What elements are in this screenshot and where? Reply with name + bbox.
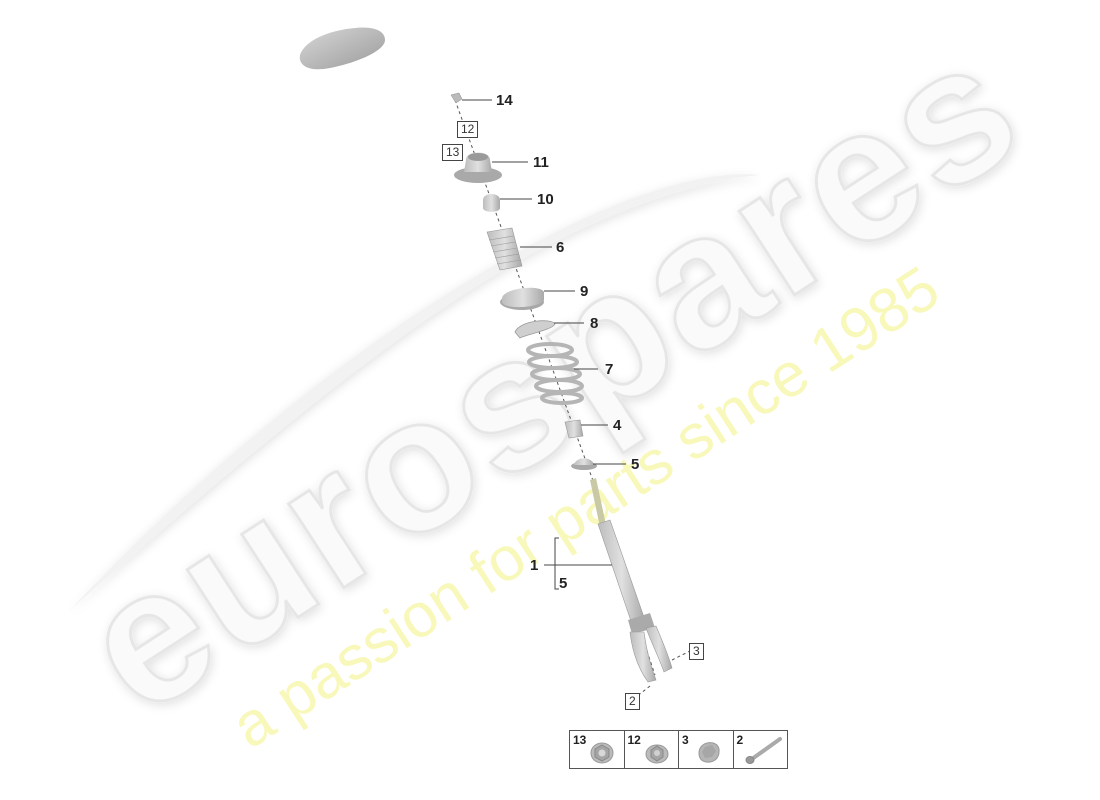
vehicle-icon xyxy=(299,27,385,70)
legend-number: 13 xyxy=(573,733,587,747)
part-1-shock-absorber xyxy=(590,478,673,683)
callout-8[interactable]: 8 xyxy=(590,315,599,332)
callout-5[interactable]: 5 xyxy=(631,456,640,473)
ref-box-3[interactable]: 3 xyxy=(689,643,704,660)
callout-6[interactable]: 6 xyxy=(556,239,565,256)
fastener-legend: 13 12 3 2 xyxy=(569,730,788,769)
callout-1-bracket xyxy=(544,537,612,590)
flange-nut-icon xyxy=(590,742,614,764)
part-6-dust-boot xyxy=(486,227,523,271)
callout-14[interactable]: 14 xyxy=(496,92,513,109)
legend-item-13[interactable]: 13 xyxy=(570,731,625,768)
cap-nut-icon xyxy=(698,742,720,763)
callout-1[interactable]: 1 xyxy=(530,557,539,574)
nut-with-washer-icon xyxy=(645,744,668,764)
legend-item-3[interactable]: 3 xyxy=(679,731,734,768)
legend-item-2[interactable]: 2 xyxy=(734,731,788,768)
part-9-spring-seat xyxy=(500,287,544,310)
ref-box-13[interactable]: 13 xyxy=(442,144,464,161)
ref-box-12[interactable]: 12 xyxy=(457,121,479,138)
part-11-top-mount xyxy=(454,152,502,183)
callout-11[interactable]: 11 xyxy=(533,154,549,171)
callout-4[interactable]: 4 xyxy=(613,417,622,434)
legend-number: 2 xyxy=(736,733,744,747)
part-10-cap xyxy=(483,194,500,212)
bolt-icon xyxy=(745,737,782,764)
callout-9[interactable]: 9 xyxy=(580,283,589,300)
part-14-screw xyxy=(450,92,463,104)
callout-1-sub-5[interactable]: 5 xyxy=(559,575,568,592)
legend-number: 3 xyxy=(682,733,689,747)
ref-box-2[interactable]: 2 xyxy=(625,693,640,710)
part-7-coil-spring xyxy=(526,342,584,405)
part-4-bump-stop xyxy=(564,419,584,439)
callout-7[interactable]: 7 xyxy=(605,361,614,378)
legend-item-12[interactable]: 12 xyxy=(625,731,679,768)
legend-number: 12 xyxy=(627,733,641,747)
callout-10[interactable]: 10 xyxy=(537,191,554,208)
part-5-stop-plate xyxy=(571,458,597,470)
part-8-isolator xyxy=(514,320,556,339)
